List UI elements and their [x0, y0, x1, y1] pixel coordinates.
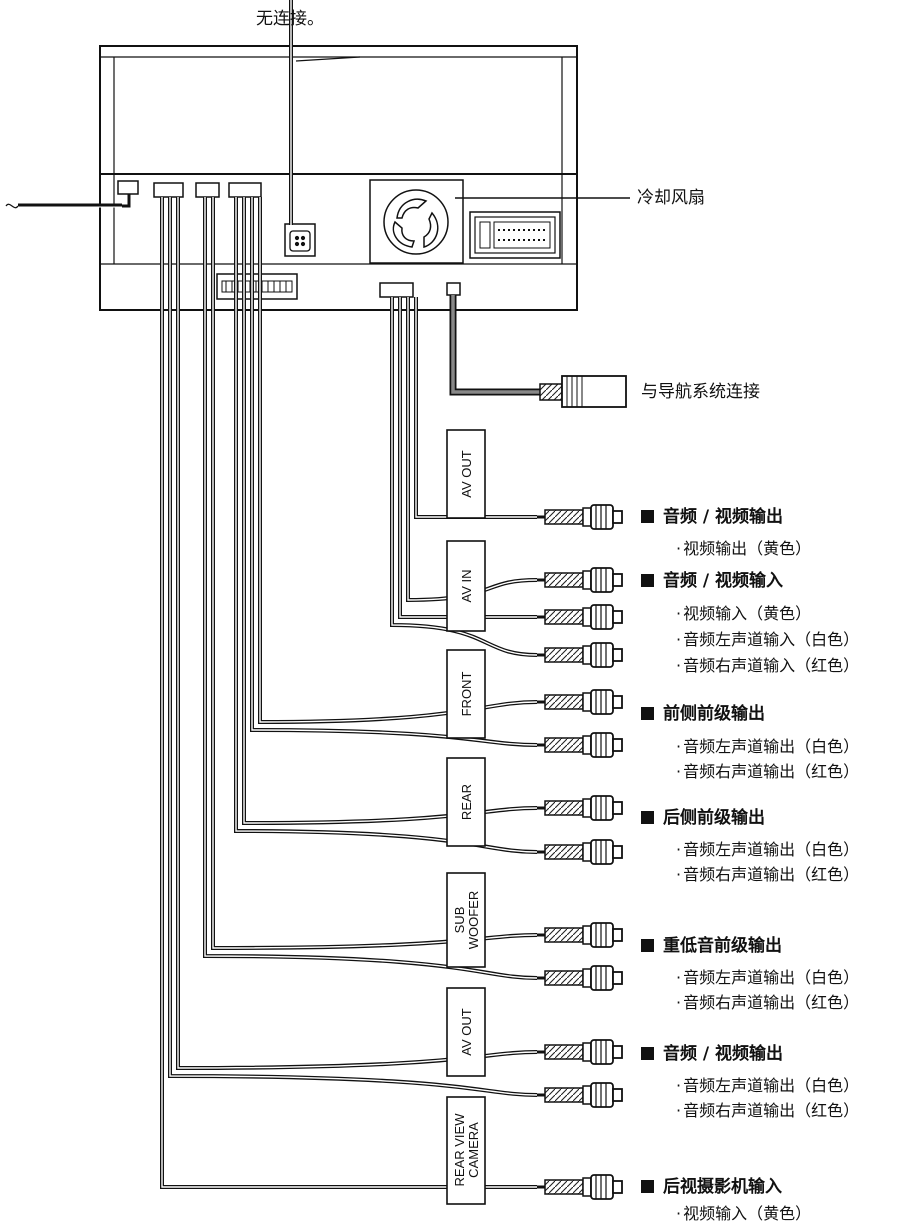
group-title: 后侧前级输出 [641, 808, 765, 828]
group-title: 音频 / 视频输入 [641, 571, 783, 591]
square-icon [641, 707, 654, 720]
group-title-text: 音频 / 视频输出 [663, 507, 784, 527]
box-label-av-in: AV IN [459, 570, 474, 603]
bullet: · [676, 604, 682, 623]
box-label-rear-view: REAR VIEW [452, 1113, 467, 1187]
group-title: 音频 / 视频输出 [641, 507, 783, 527]
square-icon [641, 574, 654, 587]
bullet: · [676, 1101, 682, 1120]
bullet: · [676, 539, 682, 558]
group-item-text: 音频左声道输出（白色） [683, 737, 860, 756]
group-title-text: 重低音前级输出 [663, 936, 782, 956]
box-label-front: FRONT [459, 672, 474, 717]
cable-label-boxes [446, 429, 486, 1205]
group-title-text: 后侧前级输出 [663, 808, 765, 828]
bullet: · [676, 865, 682, 884]
bullet: · [676, 762, 682, 781]
group-title-text: 音频 / 视频输入 [663, 571, 784, 591]
group-title-text: 前侧前级输出 [663, 704, 765, 724]
group-item-text: 音频右声道输出（红色） [683, 865, 860, 884]
group-title: 重低音前级输出 [641, 936, 782, 956]
group-item-text: 音频右声道输出（红色） [683, 1101, 860, 1120]
box-label-av-out-bottom: AV OUT [459, 1008, 474, 1055]
group-item: ·音频左声道输出（白色） [676, 840, 859, 860]
group-item: ·视频输出（黄色） [676, 539, 811, 559]
group-item: ·音频右声道输出（红色） [676, 1101, 859, 1121]
cooling-fan-label: 冷却风扇 [637, 188, 705, 208]
navigation-connector [539, 375, 627, 408]
group-item: ·音频右声道输出（红色） [676, 762, 859, 782]
group-item: ·音频右声道输出（红色） [676, 865, 859, 885]
square-icon [641, 811, 654, 824]
bullet: · [676, 656, 682, 675]
navigation-label: 与导航系统连接 [641, 382, 760, 402]
group-item: ·音频左声道输出（白色） [676, 968, 859, 988]
group-item: ·音频左声道输入（白色） [676, 630, 859, 650]
group-title-text: 音频 / 视频输出 [663, 1044, 784, 1064]
square-icon [641, 1047, 654, 1060]
box-label-rear: REAR [459, 784, 474, 820]
square-icon [641, 939, 654, 952]
no-connection-label: 无连接。 [256, 9, 324, 29]
group-title: 后视摄影机输入 [641, 1177, 782, 1197]
group-item: ·视频输入（黄色） [676, 1204, 811, 1224]
group-item-text: 音频左声道输出（白色） [683, 840, 860, 859]
group-item-text: 视频输入（黄色） [683, 604, 812, 623]
bullet: · [676, 968, 682, 987]
box-label-sub: SUB [452, 907, 467, 934]
group-item: ·音频左声道输出（白色） [676, 737, 859, 757]
bullet: · [676, 1204, 682, 1223]
head-unit [5, 45, 578, 311]
group-item: ·音频左声道输出（白色） [676, 1076, 859, 1096]
bullet: · [676, 630, 682, 649]
bullet: · [676, 840, 682, 859]
square-icon [641, 1180, 654, 1193]
rca-plugs [535, 503, 624, 1201]
bullet: · [676, 737, 682, 756]
group-item-text: 音频右声道输出（红色） [683, 762, 860, 781]
group-item-text: 音频左声道输入（白色） [683, 630, 860, 649]
box-label-camera: CAMERA [466, 1122, 481, 1178]
group-item-text: 视频输出（黄色） [683, 539, 812, 558]
group-item-text: 音频右声道输出（红色） [683, 993, 860, 1012]
group-title: 前侧前级输出 [641, 704, 765, 724]
group-item-text: 音频左声道输出（白色） [683, 968, 860, 987]
square-icon [641, 510, 654, 523]
bullet: · [676, 993, 682, 1012]
group-item-text: 音频左声道输出（白色） [683, 1076, 860, 1095]
group-item: ·音频右声道输出（红色） [676, 993, 859, 1013]
group-title-text: 后视摄影机输入 [663, 1177, 782, 1197]
group-item: ·音频右声道输入（红色） [676, 656, 859, 676]
group-item-text: 视频输入（黄色） [683, 1204, 812, 1223]
group-title: 音频 / 视频输出 [641, 1044, 783, 1064]
box-label-av-out-top: AV OUT [459, 450, 474, 497]
group-item-text: 音频右声道输入（红色） [683, 656, 860, 675]
box-label-woofer: WOOFER [466, 891, 481, 950]
bullet: · [676, 1076, 682, 1095]
group-item: ·视频输入（黄色） [676, 604, 811, 624]
